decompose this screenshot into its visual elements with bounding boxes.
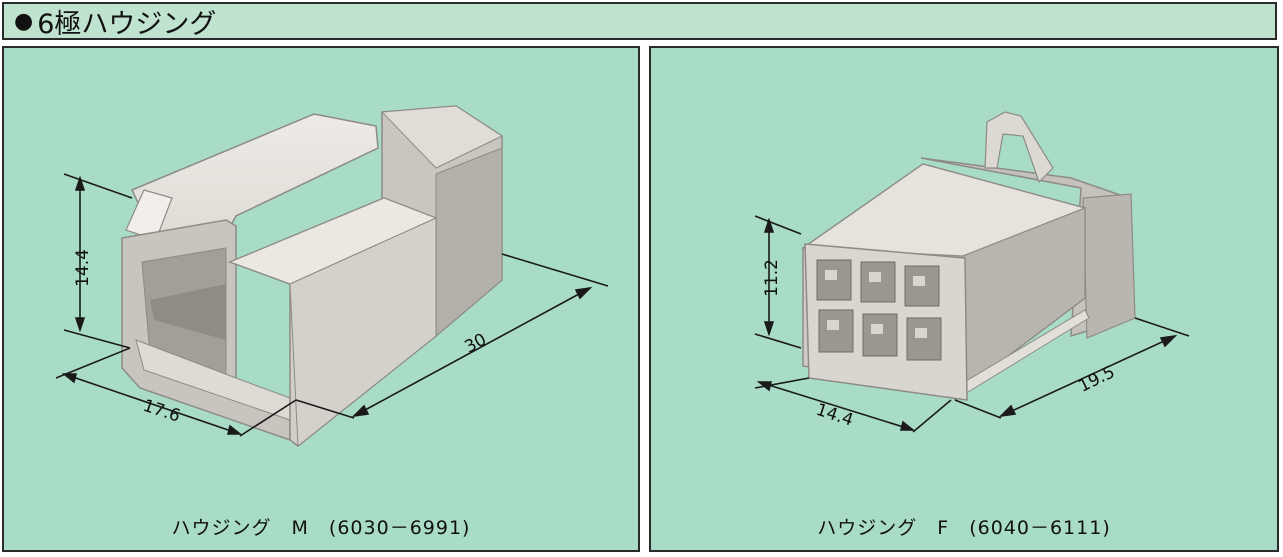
female-housing-drawing: 11.2 14.4 19.5 (754, 111, 1190, 433)
male-side-cover (227, 197, 438, 447)
male-latch (125, 113, 379, 259)
male-housing-panel: 14.4 17.6 30 ハウジング M (6030－6991) (2, 46, 640, 552)
male-housing-caption: ハウジング M (6030－6991) (171, 517, 471, 539)
female-housing-caption: ハウジング F (6040－6111) (817, 517, 1111, 539)
female-width-dim: 14.4 (813, 400, 855, 431)
cavity-5 (862, 313, 898, 357)
female-length-dim: 19.5 (1075, 362, 1118, 397)
male-dimension-lines (55, 173, 609, 437)
female-front-face (804, 243, 968, 401)
female-height-dim: 11.2 (762, 259, 782, 297)
male-length-dim: 30 (461, 330, 489, 358)
female-housing-panel: 11.2 14.4 19.5 ハウジング F (6040－6111) (649, 46, 1279, 552)
bullet-icon: ● (14, 8, 34, 34)
section-header: ● 6極ハウジング (2, 2, 1277, 40)
male-height-dim: 14.4 (73, 249, 93, 287)
section-title: 6極ハウジング (37, 8, 217, 40)
cavity-4 (818, 309, 854, 353)
male-housing-drawing: 14.4 17.6 30 (55, 105, 609, 447)
male-front-shell (121, 219, 291, 442)
cavity-6 (906, 317, 942, 361)
female-dimension-lines (754, 215, 1190, 433)
